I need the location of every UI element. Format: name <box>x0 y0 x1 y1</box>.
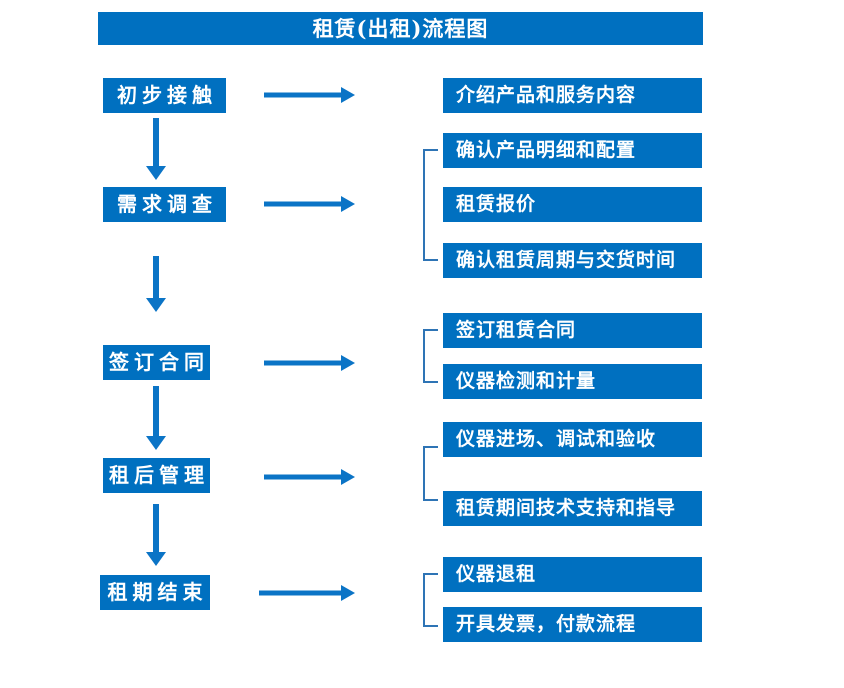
step-box-post-rental-mgmt: 租后管理 <box>103 458 210 493</box>
output-box-confirm-period: 确认租赁周期与交货时间 <box>443 243 702 278</box>
step-box-initial-contact: 初步接触 <box>103 78 226 113</box>
output-box-tech-support: 租赁期间技术支持和指导 <box>443 491 702 526</box>
output-box-introduce-products: 介绍产品和服务内容 <box>443 78 702 113</box>
output-box-instrument-testing: 仪器检测和计量 <box>443 364 702 399</box>
bracket-group-3-icon <box>423 329 438 383</box>
arrow-right-3-icon <box>264 355 355 371</box>
bracket-group-4-icon <box>423 446 438 501</box>
step-label: 租后管理 <box>109 463 209 487</box>
output-label: 确认租赁周期与交货时间 <box>456 249 677 271</box>
output-box-instrument-entry: 仪器进场、调试和验收 <box>443 422 702 457</box>
arrow-right-4-icon <box>264 469 355 485</box>
output-label: 租赁期间技术支持和指导 <box>456 497 677 519</box>
flowchart-title: 租赁(出租)流程图 <box>312 16 489 41</box>
output-label: 开具发票，付款流程 <box>456 613 637 635</box>
output-label: 租赁报价 <box>456 193 537 215</box>
step-label: 租期结束 <box>107 580 208 604</box>
output-box-sign-rental-contract: 签订租赁合同 <box>443 313 702 348</box>
output-box-confirm-details: 确认产品明细和配置 <box>443 133 702 168</box>
flowchart-title-bar: 租赁(出租)流程图 <box>98 12 703 45</box>
output-label: 签订租赁合同 <box>456 319 577 341</box>
step-box-sign-contract: 签订合同 <box>103 345 210 380</box>
step-box-rental-end: 租期结束 <box>100 575 210 610</box>
output-box-rental-quote: 租赁报价 <box>443 187 702 222</box>
output-label: 仪器退租 <box>456 563 537 585</box>
arrow-down-2-icon <box>146 256 166 312</box>
arrow-down-1-icon <box>146 118 166 180</box>
arrow-down-4-icon <box>146 504 166 566</box>
output-label: 确认产品明细和配置 <box>456 139 637 161</box>
bracket-group-2-icon <box>423 149 438 261</box>
output-label: 仪器检测和计量 <box>456 370 597 392</box>
output-box-invoice-payment: 开具发票，付款流程 <box>443 607 702 642</box>
output-label: 仪器进场、调试和验收 <box>456 428 657 450</box>
bracket-group-5-icon <box>423 573 438 627</box>
arrow-right-2-icon <box>264 196 355 212</box>
output-label: 介绍产品和服务内容 <box>456 84 637 106</box>
step-label: 需求调查 <box>117 192 217 216</box>
output-box-instrument-return: 仪器退租 <box>443 557 702 592</box>
arrow-right-5-icon <box>259 585 355 601</box>
step-label: 签订合同 <box>109 350 209 374</box>
step-label: 初步接触 <box>117 83 217 107</box>
step-box-demand-survey: 需求调查 <box>103 187 226 222</box>
arrow-right-1-icon <box>264 87 355 103</box>
arrow-down-3-icon <box>146 386 166 450</box>
